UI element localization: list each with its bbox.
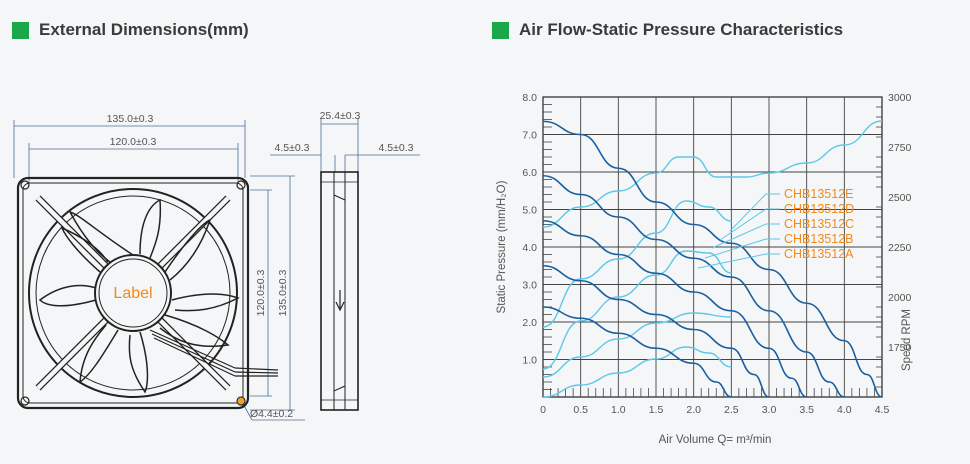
y2-axis-label: Speed RPM [901, 309, 913, 371]
legend-entry: CHB13512A [784, 247, 854, 261]
y-tick-label: 2.0 [522, 317, 537, 329]
depth-label: 25.4±0.3 [320, 110, 361, 122]
y2-tick-label: 3000 [888, 92, 912, 104]
y-tick-label: 4.0 [522, 242, 537, 254]
x-tick-label: 1.5 [649, 404, 664, 416]
green-square-icon [492, 21, 509, 39]
flange-right-label: 4.5±0.3 [379, 142, 414, 154]
x-tick-label: 2.5 [724, 404, 739, 416]
x-tick-label: 0.5 [573, 404, 588, 416]
y2-tick-label: 2250 [888, 242, 912, 254]
height-inner-label: 120.0±0.3 [255, 270, 267, 317]
y2-tick-label: 1750 [888, 342, 912, 354]
speed-curve-CHB13512C [542, 250, 732, 370]
speed-curve-CHB13512A [542, 346, 732, 398]
y2-tick-label: 2750 [888, 142, 912, 154]
width-outer-label: 135.0±0.3 [107, 113, 154, 125]
legend-entry: CHB13512C [784, 217, 854, 231]
pressure-curve-CHB13512A [542, 306, 732, 398]
x-tick-label: 3.0 [762, 404, 777, 416]
pressure-curve-CHB13512D [542, 174, 845, 398]
legend-entry: CHB13512E [784, 187, 854, 201]
speed-curve-CHB13512B [542, 312, 732, 378]
legend-entry: CHB13512B [784, 232, 854, 246]
x-tick-label: 4.0 [837, 404, 852, 416]
pressure-curve-CHB13512B [542, 264, 770, 398]
fan-dimension-drawing: 135.0±0.3 120.0±0.3 120.0±0.3 135.0±0.3 … [13, 110, 420, 421]
chart-section-title: Air Flow-Static Pressure Characteristics [492, 20, 843, 40]
green-square-icon [12, 21, 29, 39]
x-axis-label: Air Volume Q= m³/min [659, 434, 772, 446]
x-tick-label: 0 [540, 404, 546, 416]
y-tick-label: 3.0 [522, 280, 537, 292]
y-tick-label: 7.0 [522, 130, 537, 142]
chart-title-text: Air Flow-Static Pressure Characteristics [519, 20, 844, 39]
dimensions-title-text: External Dimensions(mm) [39, 20, 249, 39]
x-tick-label: 1.0 [611, 404, 626, 416]
y2-tick-label: 2000 [888, 292, 912, 304]
width-inner-label: 120.0±0.3 [110, 136, 157, 148]
flange-left-label: 4.5±0.3 [275, 142, 310, 154]
dimensions-section-title: External Dimensions(mm) [12, 20, 249, 40]
legend-entry: CHB13512D [784, 202, 854, 216]
y-tick-label: 8.0 [522, 92, 537, 104]
x-tick-label: 3.5 [799, 404, 814, 416]
speed-curve-CHB13512E [542, 120, 883, 228]
hole-diameter-label: Ø4.4±0.2 [250, 408, 293, 420]
pressure-curve-CHB13512E [542, 120, 883, 398]
y-tick-label: 6.0 [522, 167, 537, 179]
y-tick-label: 1.0 [522, 355, 537, 367]
y2-tick-label: 2500 [888, 192, 912, 204]
pressure-curve-CHB13512C [542, 219, 807, 398]
fan-label-text: Label [113, 285, 152, 302]
height-outer-label: 135.0±0.3 [277, 270, 289, 317]
y-tick-label: 5.0 [522, 205, 537, 217]
x-tick-label: 2.0 [686, 404, 701, 416]
x-tick-label: 4.5 [875, 404, 890, 416]
y-axis-label: Static Pressure (mm/H₂O) [496, 180, 508, 313]
